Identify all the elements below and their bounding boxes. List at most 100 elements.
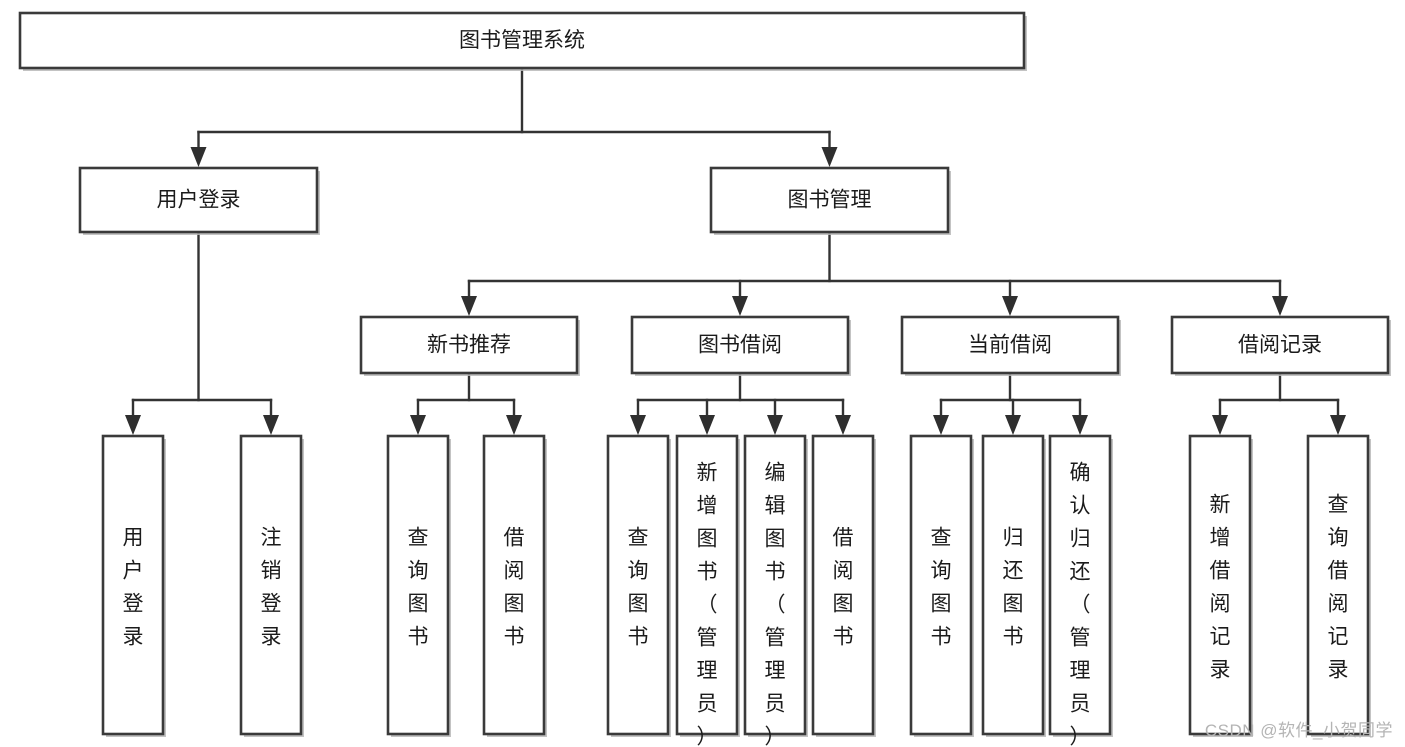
arrowhead-icon [835, 415, 851, 435]
node-label-char: 认 [1070, 495, 1091, 518]
node-label-char: 阅 [1328, 593, 1349, 616]
arrowhead-icon [1212, 415, 1228, 435]
node-label-char: 录 [261, 626, 282, 649]
box-outline [482, 434, 546, 736]
watermark-label: CSDN @软件_小贺同学 [1204, 721, 1393, 740]
box-outline [900, 315, 1120, 375]
node-label-char: 员 [1070, 693, 1091, 716]
arrowhead-icon [410, 415, 426, 435]
node-new-book-rec[interactable]: 新书推荐 [359, 315, 580, 376]
node-label-char: 借 [1210, 560, 1231, 583]
node-label-char: 书 [504, 626, 525, 649]
node-label-char: 户 [123, 560, 144, 583]
node-label-char: 书 [697, 561, 718, 584]
node-label: 图书借阅 [698, 334, 782, 357]
node-label-char: 员 [697, 693, 718, 716]
arrowhead-icon [630, 415, 646, 435]
node-label-char: ） [697, 726, 718, 747]
arrowhead-icon [933, 415, 949, 435]
box-outline [1048, 434, 1112, 736]
node-label-char: 归 [1070, 528, 1091, 551]
node-label-char: 登 [123, 593, 144, 616]
box-outline [1188, 434, 1252, 736]
arrowhead-icon [125, 415, 141, 435]
arrowhead-icon [1272, 296, 1288, 316]
node-label-char: 管 [765, 627, 786, 650]
arrowhead-icon [1002, 296, 1018, 316]
arrowhead-icon [732, 296, 748, 316]
arrowhead-icon [506, 415, 522, 435]
arrowhead-icon [821, 147, 838, 167]
box-outline [981, 434, 1045, 736]
box-outline [811, 434, 875, 736]
node-label-char: 理 [765, 660, 786, 683]
node-label-char: 询 [931, 560, 952, 583]
arrowhead-icon [1005, 415, 1021, 435]
node-user-login[interactable]: 用户登录 [78, 166, 320, 235]
box-outline [386, 434, 450, 736]
node-label-char: 理 [697, 660, 718, 683]
node-label-char: 图 [765, 528, 786, 551]
node-root[interactable]: 图书管理系统 [18, 11, 1027, 71]
node-label-char: 增 [1210, 527, 1231, 550]
node-label-char: 员 [765, 693, 786, 716]
node-leaf-user-login[interactable]: 用户登录 [101, 434, 166, 737]
node-label-char: 阅 [1210, 593, 1231, 616]
arrowhead-icon [1072, 415, 1088, 435]
node-label-char: ） [765, 726, 786, 747]
node-label-char: 增 [697, 495, 718, 518]
node-label-char: 书 [833, 626, 854, 649]
node-label-char: 图 [697, 528, 718, 551]
box-outline [743, 434, 807, 736]
node-label-char: 书 [628, 626, 649, 649]
node-label-char: 归 [1003, 527, 1024, 550]
box-outline [1306, 434, 1370, 736]
node-label-char: 管 [697, 627, 718, 650]
node-label-char: 录 [1328, 659, 1349, 682]
node-label-char: 书 [765, 561, 786, 584]
box-outline [909, 434, 973, 736]
node-label-char: 查 [408, 527, 429, 550]
node-label-char: 阅 [833, 560, 854, 583]
node-label-char: 查 [931, 527, 952, 550]
node-current-borrow[interactable]: 当前借阅 [900, 315, 1121, 376]
node-borrow-record[interactable]: 借阅记录 [1170, 315, 1391, 376]
node-label-char: 新 [1210, 494, 1231, 517]
node-label-char: 用 [123, 527, 144, 550]
box-outline [78, 166, 319, 234]
node-label: 当前借阅 [968, 334, 1052, 357]
box-outline [101, 434, 165, 736]
node-label-char: 询 [1328, 527, 1349, 550]
node-label-char: 还 [1070, 561, 1091, 584]
node-label-char: 录 [123, 626, 144, 649]
node-label-char: 记 [1210, 626, 1231, 649]
node-label-char: 借 [504, 527, 525, 550]
node-label-char: ） [1070, 726, 1091, 747]
node-label-char: （ [1070, 594, 1091, 617]
node-book-manage[interactable]: 图书管理 [709, 166, 951, 235]
node-label: 新书推荐 [427, 334, 511, 357]
box-outline [606, 434, 670, 736]
box-outline [630, 315, 850, 375]
node-label-char: 阅 [504, 560, 525, 583]
node-label-char: 图 [504, 593, 525, 616]
node-label-char: 辑 [765, 495, 786, 518]
node-label-char: 借 [833, 527, 854, 550]
node-label-char: 新 [697, 462, 718, 485]
node-boxes: 图书管理系统用户登录图书管理新书推荐图书借阅当前借阅借阅记录用户登录注销登录查询… [18, 11, 1391, 747]
box-outline [675, 434, 739, 736]
node-book-borrow[interactable]: 图书借阅 [630, 315, 851, 376]
node-label-char: 还 [1003, 560, 1024, 583]
